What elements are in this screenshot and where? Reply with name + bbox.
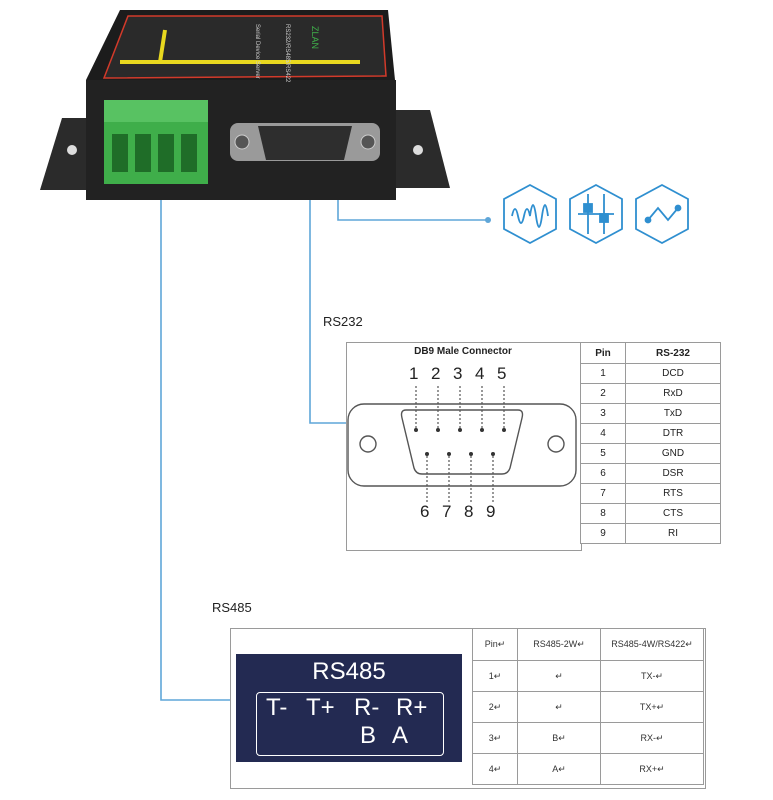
panel-stripe-2 [158,29,167,63]
table-row: 1↵↵TX-↵ [472,660,704,692]
2w-cell: A↵ [517,753,601,785]
rs485-label: RS485 [212,600,252,615]
pin-cell: 2↵ [472,691,518,723]
pin-cell: 3 [580,403,626,424]
pin-cell: 3↵ [472,722,518,754]
db9-box [346,342,582,551]
db9-pin-5: 5 [497,364,507,383]
network-node-icon [635,183,689,245]
pin-cell: 5 [580,443,626,464]
rs485-header-4w: RS485-4W/RS422↵ [600,628,704,661]
rs232-header-pin: Pin [580,342,626,364]
rs485-pin-table: Pin↵ RS485-2W↵ RS485-4W/RS422↵ 1↵↵TX-↵ 2… [472,628,704,785]
rs485-terminal-panel: RS485 T- T+ R- R+ B A [236,654,462,762]
signal-cell: GND [625,443,721,464]
signal-cell: DCD [625,363,721,384]
signal-cell: DSR [625,463,721,484]
rs232-line [309,163,346,424]
db9-pin-3: 3 [453,364,463,383]
panel-text-1: Serial Device Server [254,24,260,79]
terminal-b: B [360,722,377,749]
2w-cell: B↵ [517,722,601,754]
db9-leader-lines [415,386,505,502]
circuit-icon [569,183,623,245]
db9-pin-6: 6 [420,502,430,521]
icon-row [503,183,689,245]
left-bracket [40,118,90,190]
db9-title: DB9 Male Connector [414,346,512,357]
pin-cell: 4 [580,423,626,444]
2w-cell: ↵ [517,660,601,692]
pin-cell: 2 [580,383,626,404]
pin-cell: 4↵ [472,753,518,785]
db9-pin-9: 9 [486,502,496,521]
terminal-r-plus: R+ [396,694,428,721]
db9-pin-2: 2 [431,364,441,383]
terminal-t-plus: T+ [306,694,335,721]
panel-text-2: RS232/RS485/RS422 [284,24,290,83]
2w-cell: ↵ [517,691,601,723]
terminal-slots [112,134,197,172]
panel-text-3: ZLAN [310,26,320,50]
table-row: 2↵↵TX+↵ [472,691,704,723]
4w-cell: RX+↵ [600,753,704,785]
rs232-header-signal: RS-232 [625,342,721,364]
db9-port [258,126,352,160]
left-bracket-hole [67,145,77,155]
db9-drawing [347,386,577,502]
terminal-a: A [392,722,409,749]
4w-cell: TX-↵ [600,660,704,692]
terminal-t-minus: T- [266,694,288,721]
device-top-panel [102,15,387,79]
rs485-line [160,190,232,701]
pin-cell: 9 [580,523,626,544]
table-row: 4↵A↵RX+↵ [472,753,704,785]
db9-pin-8: 8 [464,502,474,521]
rs485-terminal-frame [256,692,444,756]
right-bracket-hole [413,145,423,155]
terminal-r-minus: R- [354,694,380,721]
terminal-block-top [104,100,208,122]
signal-cell: CTS [625,503,721,524]
signal-cell: TxD [625,403,721,424]
db9-screw-left [234,134,250,150]
4w-cell: TX+↵ [600,691,704,723]
db9-pins [414,428,506,456]
db9-pin-7: 7 [442,502,452,521]
db9-pin-1: 1 [409,364,419,383]
signal-cell: RI [625,523,721,544]
signal-cell: DTR [625,423,721,444]
waveform-icon [503,183,557,245]
pin-cell: 7 [580,483,626,504]
signal-cell: RxD [625,383,721,404]
db9-screw-right [360,134,376,150]
signal-cell: RTS [625,483,721,504]
pin-cell: 8 [580,503,626,524]
table-row: 3↵B↵RX-↵ [472,722,704,754]
pin-cell: 6 [580,463,626,484]
db9-pin-4: 4 [475,364,485,383]
4w-cell: RX-↵ [600,722,704,754]
pin-cell: 1↵ [472,660,518,692]
rs485-header-2w: RS485-2W↵ [517,628,601,661]
rs232-label: RS232 [323,314,363,329]
data-line-dot [485,217,491,223]
db9-shell [347,403,577,487]
rs485-header-pin: Pin↵ [472,628,518,661]
rs485-panel-title: RS485 [312,658,386,685]
pin-cell: 1 [580,363,626,384]
